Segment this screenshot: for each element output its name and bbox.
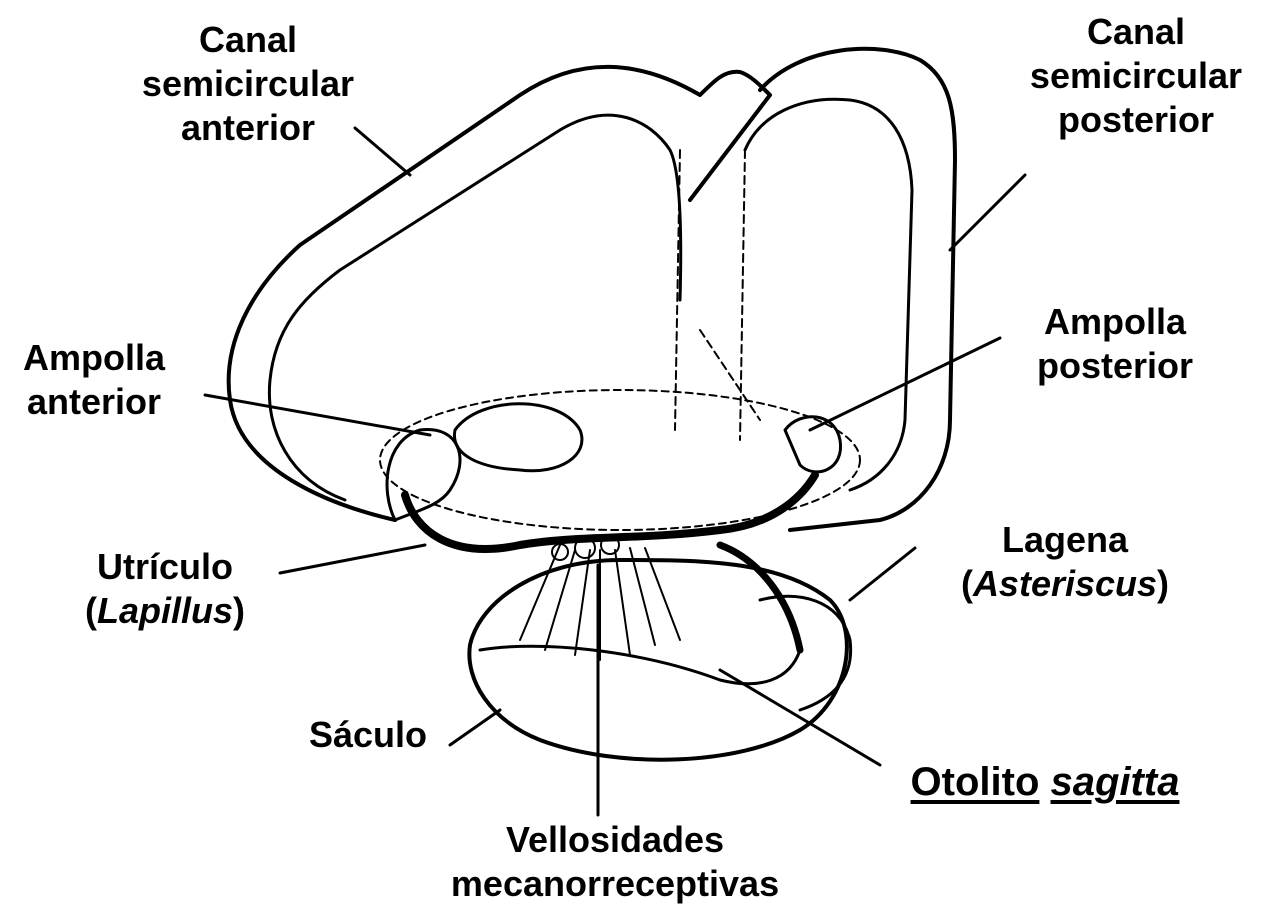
label-ampolla-posterior: Ampolla posterior xyxy=(1020,300,1210,388)
nerve-branch xyxy=(405,475,815,549)
leader-canal-posterior xyxy=(950,175,1025,250)
ampulla-anterior-bulb xyxy=(454,404,581,471)
label-canal-anterior: Canal semicircular anterior xyxy=(108,18,388,150)
posterior-ampulla xyxy=(785,417,841,472)
posterior-canal-outline xyxy=(760,49,955,530)
label-utriculo: Utrículo (Lapillus) xyxy=(60,545,270,633)
anterior-ampulla xyxy=(387,430,460,520)
leader-saculo xyxy=(450,710,500,745)
leader-utriculo xyxy=(280,545,425,573)
label-vellosidades: Vellosidades mecanorreceptivas xyxy=(430,818,800,906)
mechanoreceptive-fibers xyxy=(520,536,680,660)
sagitta-otolith xyxy=(480,646,800,684)
label-ampolla-anterior: Ampolla anterior xyxy=(4,336,184,424)
label-saculo: Sáculo xyxy=(298,713,438,757)
label-lagena: Lagena (Asteriscus) xyxy=(945,518,1185,606)
label-otolito: Otolito sagitta xyxy=(895,758,1195,807)
leader-lagena xyxy=(850,548,915,600)
label-canal-posterior: Canal semicircular posterior xyxy=(1005,10,1267,142)
posterior-canal-inner xyxy=(745,99,912,490)
leader-lines xyxy=(205,128,1025,815)
anterior-canal-inner xyxy=(269,115,680,500)
